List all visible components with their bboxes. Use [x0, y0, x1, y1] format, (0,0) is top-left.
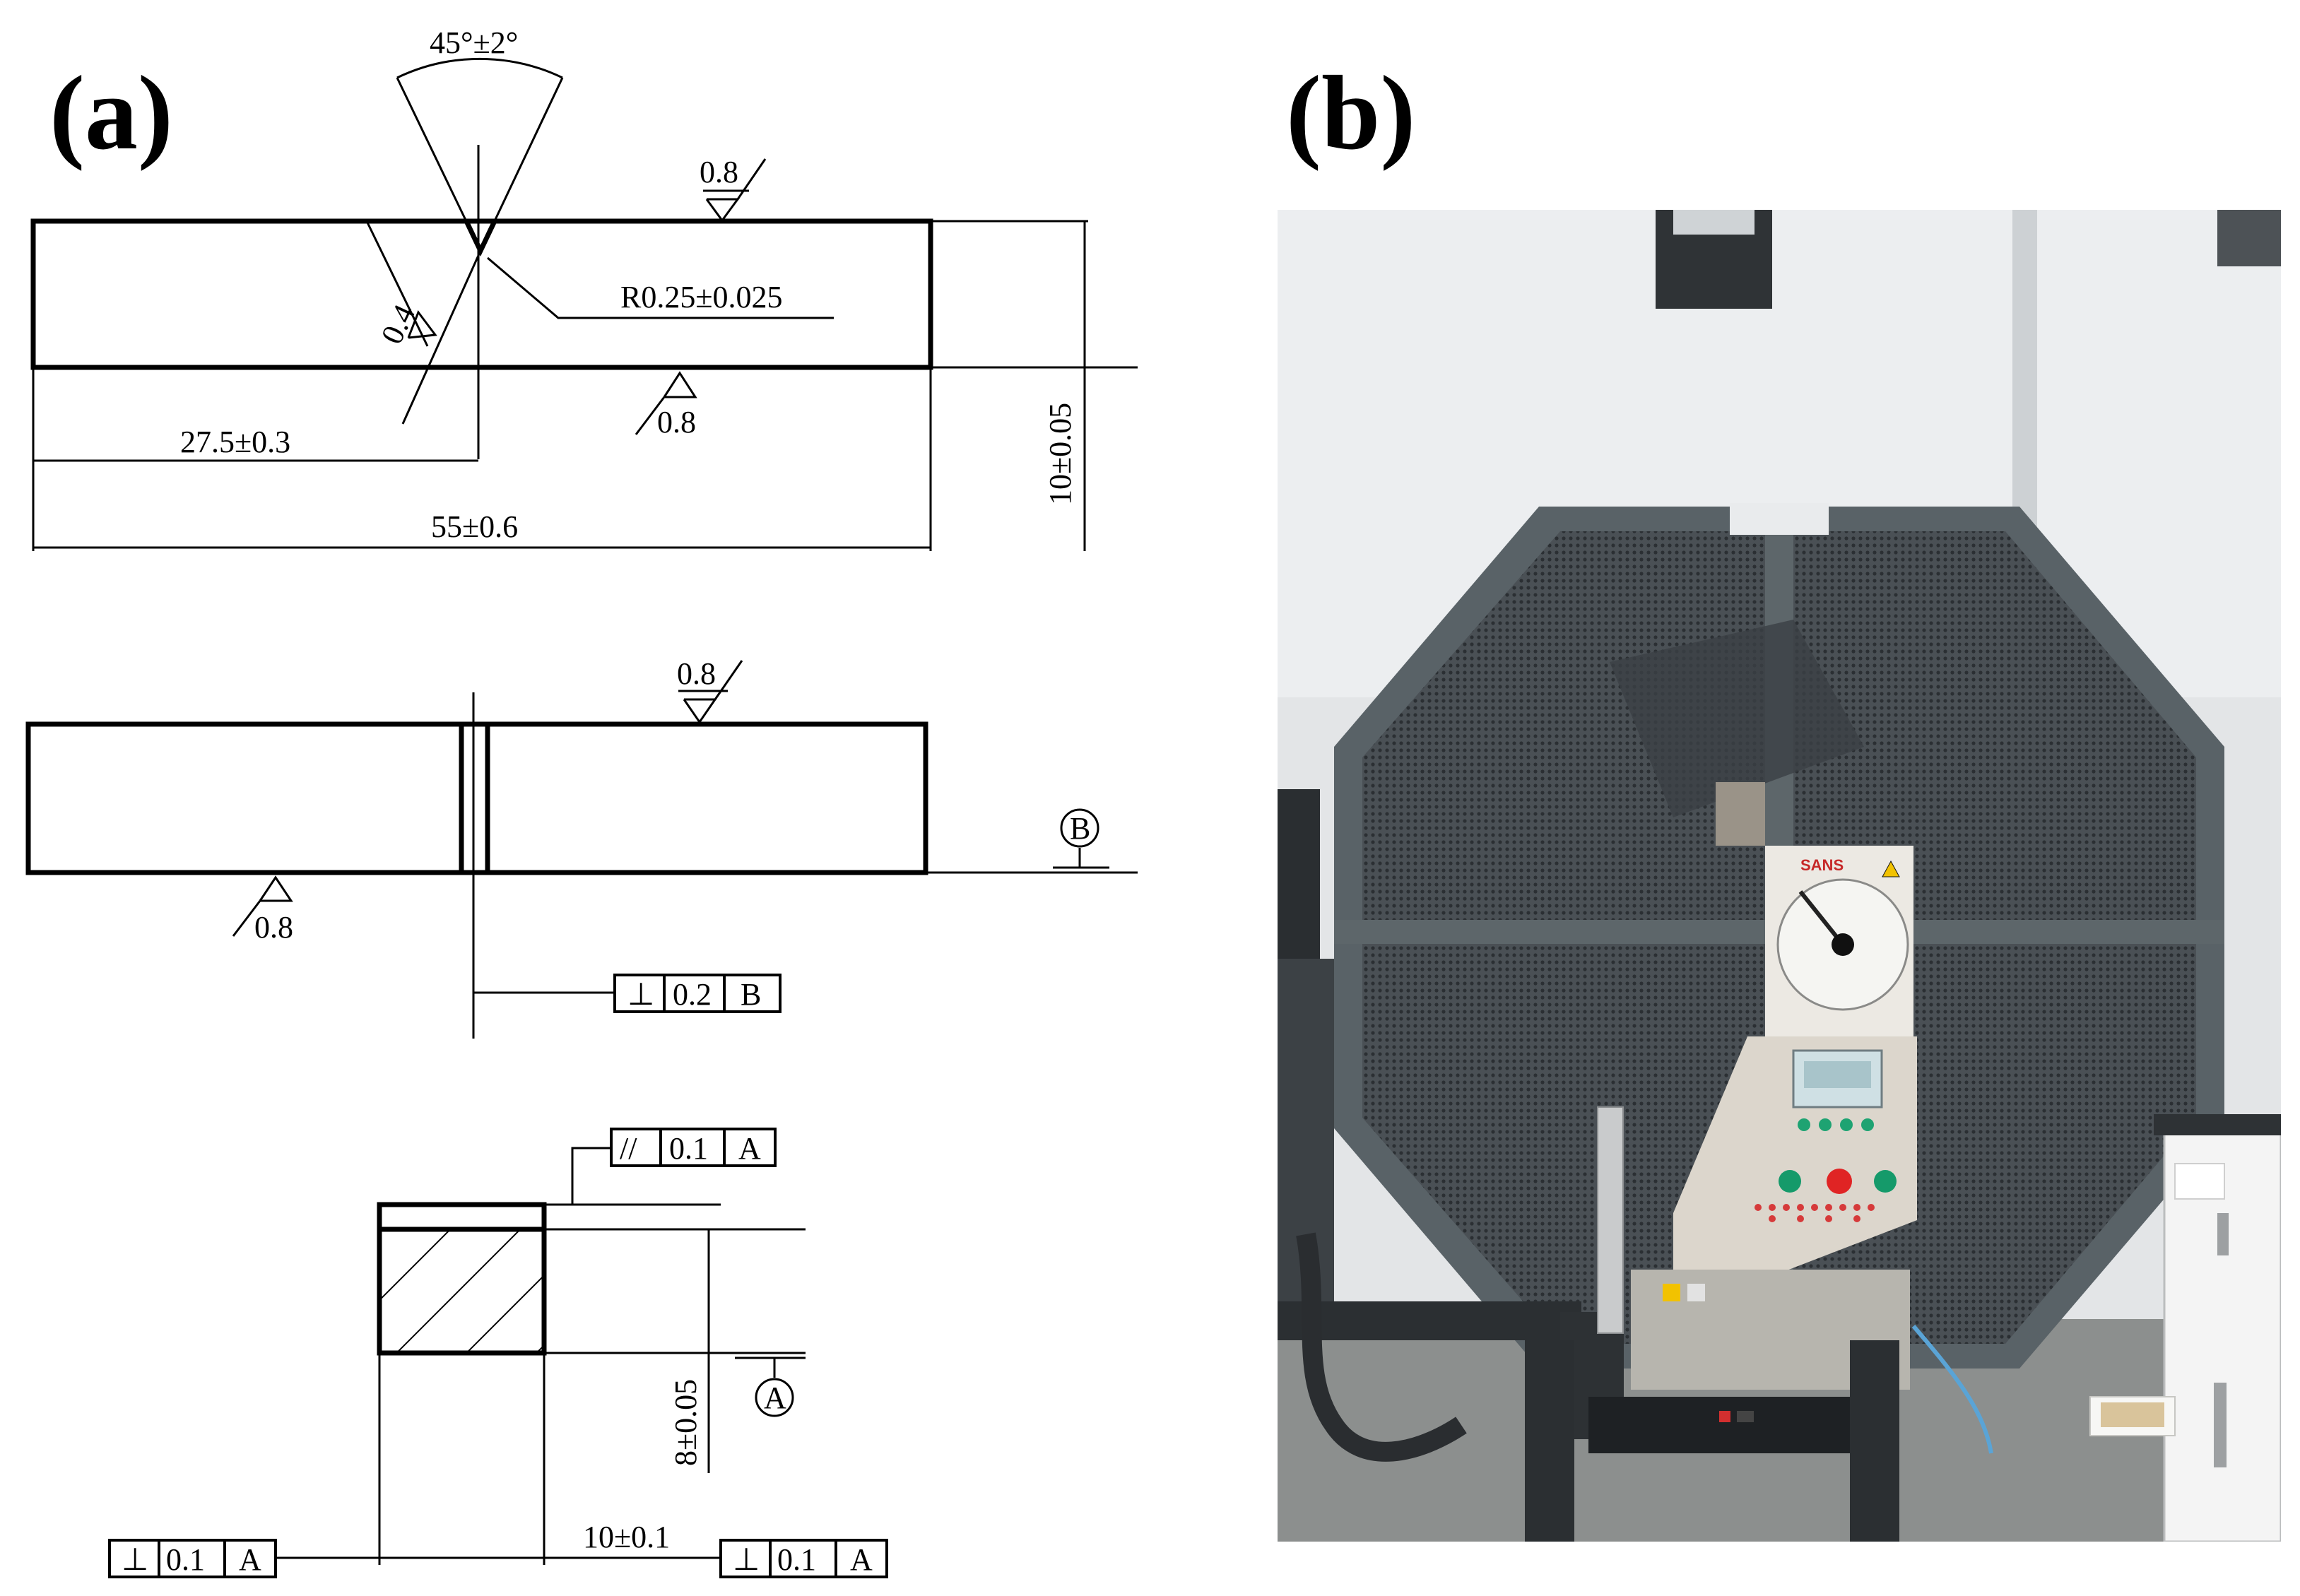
brand-logo: SANS: [1800, 856, 1844, 874]
depth-label: 8±0.05: [668, 1379, 703, 1466]
datum-a-letter: A: [764, 1381, 786, 1415]
front-view: 45°±2° 0.8 0.4 R0.25±0.025: [30, 25, 1138, 551]
fcf-b-symbol: ⊥: [627, 977, 654, 1012]
fcf-parallelism-a: // 0.1 A: [571, 1128, 777, 1205]
roughness-symbol-top: 0.8: [700, 155, 767, 223]
angle-line-left: [396, 77, 482, 252]
fcf-left-value: 0.1: [166, 1542, 205, 1577]
support-beam: [1278, 1301, 1581, 1340]
roughness-view2-top-value: 0.8: [677, 656, 716, 691]
angle-arc: [396, 57, 563, 79]
datum-b-symbol: B: [926, 808, 1138, 874]
radius-leader: [487, 256, 834, 319]
fcf-b-datum: B: [741, 977, 761, 1012]
specimen-outline: [30, 218, 933, 370]
top-view: 0.8 0.8 B ⊥ 0.2: [25, 656, 1138, 1039]
roughness-symbol-bottom: 0.8: [635, 371, 697, 439]
panel-b-label: (b): [1286, 54, 1415, 172]
fcf-parallel-value: 0.1: [669, 1131, 708, 1166]
fcf-left-symbol: ⊥: [122, 1542, 148, 1577]
height-label: 10±0.05: [1043, 403, 1078, 505]
roughness-view2-bottom-value: 0.8: [254, 910, 293, 945]
fcf-perpendicularity-left: ⊥ 0.1 A: [108, 1539, 277, 1578]
safety-rod: [1597, 1106, 1624, 1334]
fcf-parallel-symbol: //: [620, 1131, 637, 1166]
radius-label: R0.25±0.025: [620, 280, 783, 314]
section-view: // 0.1 A 8±0.05 A 10±0.1 ⊥: [108, 1128, 888, 1578]
green-button-icon: [1779, 1170, 1801, 1193]
roughness-symbol-notch: 0.4: [366, 222, 482, 425]
panel-b-photo: (b): [1278, 54, 2281, 1542]
angle-line-right: [479, 77, 564, 252]
roughness-symbol-view2-top: 0.8: [677, 656, 743, 724]
machine-base: [1588, 1397, 1885, 1453]
fcf-perpendicularity-right: ⊥ 0.1 A: [719, 1539, 888, 1578]
fcf-parallel-datum: A: [738, 1131, 761, 1166]
fcf-perpendicularity-b: ⊥ 0.2 B: [473, 974, 782, 1013]
fcf-left-datum: A: [239, 1542, 261, 1577]
section-hatch: [379, 1229, 544, 1353]
fcf-b-value: 0.2: [673, 977, 712, 1012]
roughness-bottom-value: 0.8: [657, 405, 696, 439]
dial-needle: [1798, 890, 1845, 946]
datum-a-symbol: A: [544, 1352, 806, 1417]
fcf-right-datum: A: [850, 1542, 873, 1577]
impact-tester-photo: SANS: [1278, 210, 2281, 1542]
fcf-right-value: 0.1: [777, 1542, 816, 1577]
panel-a-drawing: (a) 45°±2° 0.8: [25, 25, 1138, 1578]
datum-b-letter: B: [1070, 811, 1090, 846]
panel-a-label: (a): [49, 54, 173, 172]
roughness-top-value: 0.8: [700, 155, 738, 189]
roughness-symbol-view2-bottom: 0.8: [232, 875, 293, 945]
top-view-outline: [25, 721, 928, 875]
red-button-icon: [1827, 1169, 1852, 1194]
fcf-right-symbol: ⊥: [733, 1542, 760, 1577]
v-notch: [464, 220, 497, 257]
half-length-label: 27.5±0.3: [180, 425, 290, 459]
length-label: 55±0.6: [431, 509, 518, 544]
roughness-notch-value: 0.4: [375, 300, 423, 350]
width-label: 10±0.1: [583, 1520, 670, 1554]
section-outline: [377, 1202, 547, 1356]
angle-label: 45°±2°: [430, 25, 518, 60]
